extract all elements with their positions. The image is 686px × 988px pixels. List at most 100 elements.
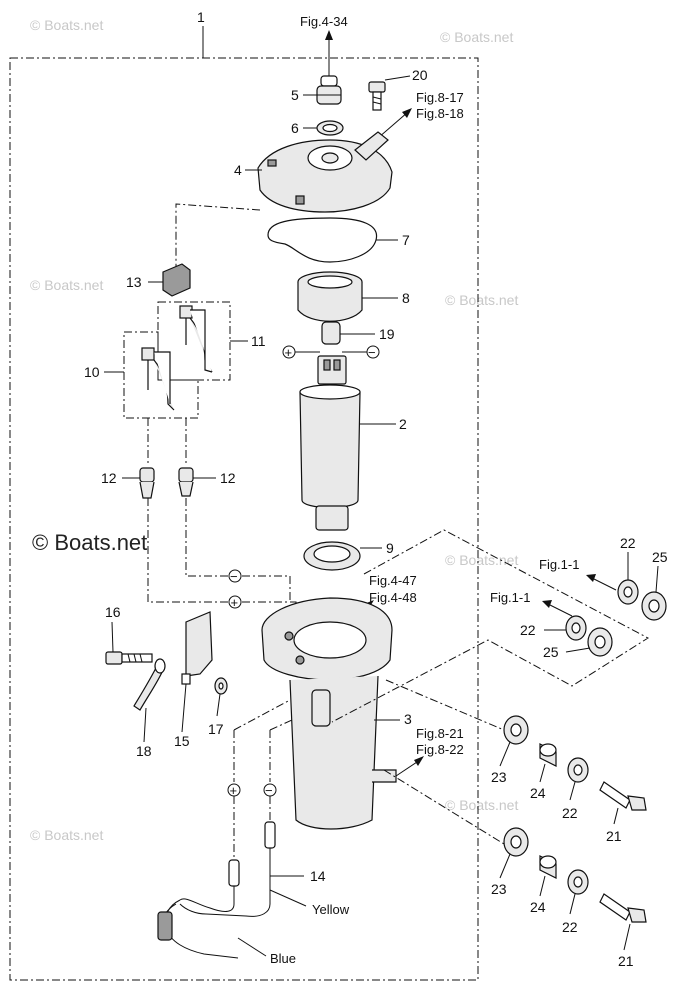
watermark-mid-left: © Boats.net	[30, 277, 103, 293]
wire-to-housing-plus	[233, 699, 291, 731]
part-25-grommet-upper	[641, 591, 667, 621]
callout-22-a: 22	[620, 535, 636, 551]
callout-25-a: 25	[652, 549, 668, 565]
wire-label-blue: Blue	[270, 951, 296, 966]
leader-25-a	[655, 565, 659, 593]
watermark-bottom-left: © Boats.net	[30, 827, 103, 843]
pump-polarity-plus: +	[282, 345, 296, 360]
ref-fig-8-18: Fig.8-18	[416, 106, 464, 121]
svg-text:+: +	[285, 345, 293, 360]
watermark-bottom-right: © Boats.net	[445, 797, 518, 813]
watermarks: © Boats.net © Boats.net © Boats.net © Bo…	[30, 17, 518, 843]
callout-18: 18	[136, 743, 152, 759]
callout-15: 15	[174, 733, 190, 749]
part-7-gasket	[267, 217, 378, 263]
part-22-washer-upper	[617, 579, 639, 605]
part-12-boot-left	[139, 467, 155, 499]
callout-14: 14	[310, 868, 326, 884]
ref-fig-4-47: Fig.4-47	[369, 573, 417, 588]
leader-23-b	[499, 853, 511, 879]
wire-label-yellow: Yellow	[312, 902, 350, 917]
leader-16	[111, 621, 114, 653]
arrow-fig-8-21	[414, 756, 424, 766]
leader-yellow	[269, 889, 307, 907]
leader-22-d	[569, 893, 576, 915]
part-2-fuel-pump	[299, 355, 361, 531]
callout-16: 16	[105, 604, 121, 620]
watermark-lower-right: © Boats.net	[445, 552, 518, 568]
part-15-bracket	[181, 611, 213, 685]
arrow-fig-1-1-b	[542, 600, 552, 608]
leader-fig-8-17	[377, 111, 409, 139]
watermark-main: © Boats.net	[32, 530, 147, 555]
wire-path-plus	[147, 498, 228, 603]
leader-15	[181, 683, 187, 733]
part-23-grommet-a	[503, 715, 529, 745]
callout-20: 20	[412, 67, 428, 83]
pump-polarity-minus: −	[366, 345, 380, 360]
wire-path-minus-2	[242, 575, 291, 600]
part-4-filter-cover	[257, 131, 393, 213]
callout-13: 13	[126, 274, 142, 290]
part-19-valve	[321, 321, 341, 345]
callout-5: 5	[291, 87, 299, 103]
part-22-washer-lower	[565, 615, 587, 641]
leader-21-a	[613, 807, 619, 825]
harness-polarity-minus: −	[263, 783, 277, 798]
ref-fig-4-34: Fig.4-34	[300, 14, 348, 29]
callout-21-lower: 21	[618, 953, 634, 969]
leader-22-c	[569, 781, 576, 801]
ref-fig-4-48: Fig.4-48	[369, 590, 417, 605]
part-12-boot-right	[178, 467, 194, 497]
leader-17	[216, 693, 221, 717]
watermark-top-left: © Boats.net	[30, 17, 103, 33]
callout-22-b: 22	[520, 622, 536, 638]
arrow-fig-8-17	[402, 108, 412, 118]
leader-18	[143, 707, 147, 743]
group-11-boundary	[157, 301, 231, 381]
figure-references: Fig.4-34 Fig.8-17 Fig.8-18 Fig.4-47 Fig.…	[300, 14, 579, 757]
part-20-bolt	[368, 81, 386, 111]
part-3-filter-housing	[261, 597, 397, 830]
ref-fig-8-22: Fig.8-22	[416, 742, 464, 757]
callout-labels: 1 2 3 4 5 6 7 8 9 10 11 12 12 13 14 15 1…	[84, 9, 668, 969]
leader-20	[384, 75, 411, 81]
part-24-collar-b	[539, 855, 557, 879]
ref-fig-8-17: Fig.8-17	[416, 90, 464, 105]
part-18-strap-eye	[154, 658, 166, 674]
callout-12-left: 12	[101, 470, 117, 486]
callout-24-b: 24	[530, 899, 546, 915]
part-8-retaining-nut	[297, 271, 363, 322]
leader-fig-1-1-a	[591, 577, 617, 591]
callout-22-d: 22	[562, 919, 578, 935]
mount-line-lower	[383, 769, 505, 845]
mount-line-upper	[331, 529, 649, 723]
callout-23-b: 23	[491, 881, 507, 897]
callout-12-right: 12	[220, 470, 236, 486]
leader-fig-1-1-b	[547, 603, 573, 617]
part-24-collar-a	[539, 743, 557, 767]
callout-23-a: 23	[491, 769, 507, 785]
callout-8: 8	[402, 290, 410, 306]
connection-line-cover	[175, 203, 261, 268]
callout-25-b: 25	[543, 644, 559, 660]
callout-10: 10	[84, 364, 100, 380]
svg-text:−: −	[265, 783, 273, 798]
mount-line-mid	[385, 679, 505, 731]
housing-polarity-plus: +	[228, 595, 242, 610]
part-23-grommet-b	[503, 827, 529, 857]
leader-23-a	[499, 741, 511, 767]
leader-21-b	[623, 923, 631, 951]
part-13-connector-cap	[162, 263, 191, 297]
wire-to-housing-minus	[269, 719, 293, 731]
callout-9: 9	[386, 540, 394, 556]
ref-fig-8-21: Fig.8-21	[416, 726, 464, 741]
callout-7: 7	[402, 232, 410, 248]
callout-3: 3	[404, 711, 412, 727]
part-10-terminal	[141, 347, 175, 411]
leader-24-a	[539, 763, 546, 783]
group-10-boundary	[123, 331, 199, 419]
part-6-o-ring	[316, 120, 344, 136]
ref-fig-1-1-b: Fig.1-1	[490, 590, 530, 605]
